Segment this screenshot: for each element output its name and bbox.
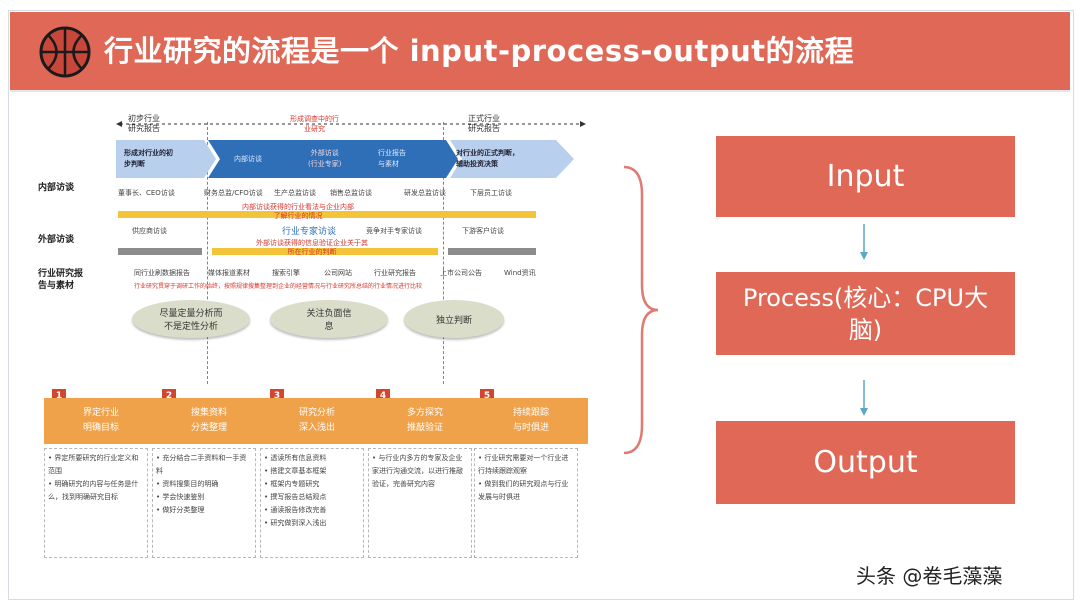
row3-note: 行业研究贯穿于调研工作的始终，按照规律搜集整理到企业的经营情况与行业研究所总结的… bbox=[134, 283, 423, 290]
step-2-title: 搜集资料 分类整理 bbox=[152, 398, 266, 444]
arrow-down-icon bbox=[860, 224, 868, 260]
row2-item: 行业专家访谈 bbox=[282, 227, 337, 237]
row3-item: Wind资讯 bbox=[504, 269, 536, 277]
chevron-2-label: 内部访谈 bbox=[234, 155, 262, 163]
step-2-desc: • 充分结合二手资料和一手资料 • 资料搜集目的明确 • 学会快速鉴别 • 做好… bbox=[152, 448, 256, 558]
principle-independent: 独立判断 bbox=[404, 300, 504, 338]
chevron-3-label: 外部访谈 (行业专家) bbox=[308, 149, 342, 168]
row1-note: 内部访谈获得的行业看法与企业内部 了解行业的情况 bbox=[242, 203, 354, 220]
row2-yellow-bar bbox=[212, 248, 438, 255]
title-banner bbox=[10, 12, 1070, 90]
watermark-text: 头条 @卷毛藻藻 bbox=[856, 564, 1003, 588]
row2-gray-bar-right bbox=[448, 248, 536, 255]
row-label-internal: 内部访谈 bbox=[38, 183, 75, 193]
chevron-5-label: 对行业的正式判断， 辅助投资决策 bbox=[456, 149, 519, 168]
top-left-label: 初步行业 研究报告 bbox=[128, 114, 160, 133]
step-1-desc: • 界定所要研究的行业定义和范围 • 明确研究的内容与任务是什么，找到明确研究目… bbox=[44, 448, 148, 558]
row3-item: 行业研究报告 bbox=[374, 269, 416, 277]
row3-item: 上市公司公告 bbox=[440, 269, 482, 277]
row2-note: 外部访谈获得的信息验证企业关于其 所在行业的判断 bbox=[256, 239, 368, 256]
row1-item: 下层员工访谈 bbox=[470, 189, 512, 197]
row2-item: 供应商访谈 bbox=[132, 227, 167, 235]
step-3-desc: • 透读所有信息资料 • 搭建文章基本框架 • 框架内专题研究 • 撰写报告总结… bbox=[260, 448, 364, 558]
row3-item: 搜索引擎 bbox=[272, 269, 300, 277]
chevron-1-label: 形成对行业的初 步判断 bbox=[124, 149, 173, 168]
row3-item: 媒体报道素材 bbox=[208, 269, 250, 277]
row2-gray-bar-left bbox=[118, 248, 202, 255]
chevron-4-label: 行业报告 与素材 bbox=[378, 149, 406, 168]
row1-yellow-bar bbox=[118, 211, 536, 218]
principle-quantitative: 尽量定量分析而 不是定性分析 bbox=[132, 300, 250, 338]
row-label-reports: 行业研究报 告与素材 bbox=[38, 269, 84, 291]
row3-item: 同行业刷数据报告 bbox=[134, 269, 190, 277]
right-brace bbox=[623, 165, 659, 455]
basketball-icon bbox=[39, 26, 91, 78]
top-mid-label: 形成调查中的行 业研究 bbox=[290, 115, 339, 133]
step-1-title: 界定行业 明确目标 bbox=[44, 398, 158, 444]
top-dashed-arrow bbox=[116, 121, 586, 127]
step-3-title: 研究分析 深入浅出 bbox=[260, 398, 374, 444]
row1-item: 财务总监/CFO访谈 bbox=[204, 189, 263, 197]
row1-item: 研发总监访谈 bbox=[404, 189, 446, 197]
step-5-desc: • 行业研究需要对一个行业进行持续跟踪观察 • 做到我们的研究观点与行业发展与时… bbox=[474, 448, 578, 558]
row1-item: 董事长、CEO访谈 bbox=[118, 189, 175, 197]
row3-item: 公司网站 bbox=[324, 269, 352, 277]
row-label-external: 外部访谈 bbox=[38, 235, 75, 245]
row1-item: 销售总监访谈 bbox=[330, 189, 372, 197]
top-right-label: 正式行业 研究报告 bbox=[468, 114, 500, 133]
divider-line-2 bbox=[443, 122, 444, 384]
process-box: Process(核心：CPU大脑) bbox=[716, 272, 1015, 355]
research-flow-figure: 初步行业 研究报告 形成调查中的行 业研究 正式行业 研究报告 形成对行业的初 … bbox=[38, 108, 598, 568]
input-box: Input bbox=[716, 136, 1015, 217]
header-divider bbox=[10, 90, 1070, 92]
chevron-band bbox=[116, 140, 574, 178]
slide-title: 行业研究的流程是一个 input-process-output的流程 bbox=[104, 34, 855, 68]
row2-item: 竞争对手专家访谈 bbox=[366, 227, 422, 235]
step-5-title: 持续跟踪 与时俱进 bbox=[474, 398, 588, 444]
divider-line-1 bbox=[207, 122, 208, 384]
output-box: Output bbox=[716, 421, 1015, 504]
principle-negative-info: 关注负面信 息 bbox=[270, 300, 388, 338]
step-4-title: 多方探究 推敲验证 bbox=[368, 398, 482, 444]
row2-item: 下游客户访谈 bbox=[462, 227, 504, 235]
arrow-down-icon bbox=[860, 380, 868, 416]
row1-item: 生产总监访谈 bbox=[274, 189, 316, 197]
step-4-desc: • 与行业内多方的专家及企业家进行沟通交流，以进行推敲验证，完善研究内容 bbox=[368, 448, 472, 558]
